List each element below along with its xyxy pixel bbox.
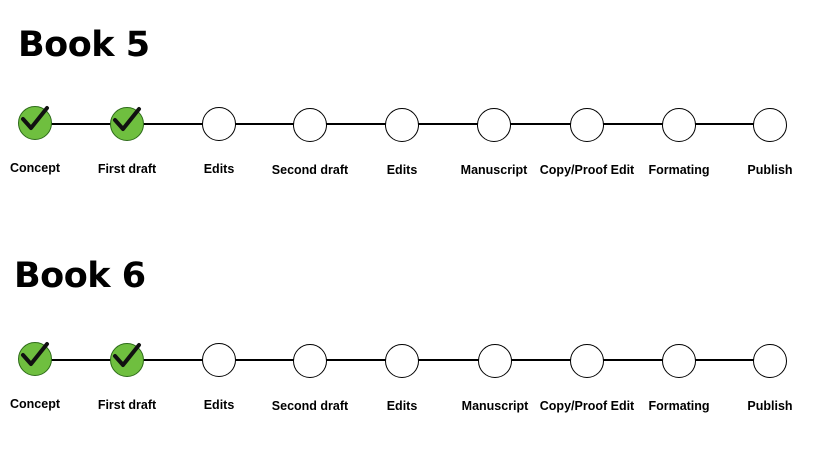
- checkmark-icon: [113, 107, 141, 131]
- stage-label: Concept: [10, 397, 60, 411]
- stage-circle-completed: [110, 107, 144, 141]
- checkmark-icon: [113, 343, 141, 367]
- stage-circle-completed: [18, 106, 52, 140]
- stage-label: First draft: [97, 162, 157, 176]
- stage-circle-pending: [570, 108, 604, 142]
- book-5-title: Book 5: [18, 25, 150, 65]
- stage-label: Publish: [747, 163, 793, 177]
- stage-label: Edits: [203, 398, 235, 412]
- stage-label: Second draft: [271, 163, 349, 177]
- stage-circle-pending: [202, 343, 236, 377]
- stage-circle-pending: [662, 108, 696, 142]
- stage-label: Concept: [10, 161, 60, 175]
- checkmark-icon: [21, 342, 49, 366]
- checkmark-icon: [21, 106, 49, 130]
- stage-circle-completed: [110, 343, 144, 377]
- stage-label: Edits: [386, 399, 418, 413]
- stage-circle-pending: [477, 108, 511, 142]
- stage-circle-pending: [293, 344, 327, 378]
- stage-label: Edits: [386, 163, 418, 177]
- stage-label: Formating: [648, 163, 710, 177]
- stage-circle-pending: [385, 108, 419, 142]
- stage-circle-pending: [385, 344, 419, 378]
- stage-label: Formating: [648, 399, 710, 413]
- stage-circle-pending: [202, 107, 236, 141]
- book-6-tracker: Book 6 Concept First draft Edits Second …: [0, 0, 824, 414]
- stage-label: Copy/Proof Edit: [539, 163, 635, 177]
- book-6-title: Book 6: [14, 256, 146, 296]
- stage-circle-pending: [753, 344, 787, 378]
- stage-circle-completed: [18, 342, 52, 376]
- stage-label: First draft: [97, 398, 157, 412]
- stage-label: Publish: [747, 399, 793, 413]
- stage-label: Edits: [203, 162, 235, 176]
- stage-label: Manuscript: [460, 163, 528, 177]
- stage-circle-pending: [478, 344, 512, 378]
- stage-circle-pending: [662, 344, 696, 378]
- stage-label: Copy/Proof Edit: [539, 399, 635, 413]
- stage-circle-pending: [753, 108, 787, 142]
- stage-circle-pending: [293, 108, 327, 142]
- stage-circle-pending: [570, 344, 604, 378]
- book-5-tracker: Book 5 Concept First draft Edits Second …: [0, 0, 824, 210]
- stage-label: Second draft: [271, 399, 349, 413]
- stage-label: Manuscript: [461, 399, 529, 413]
